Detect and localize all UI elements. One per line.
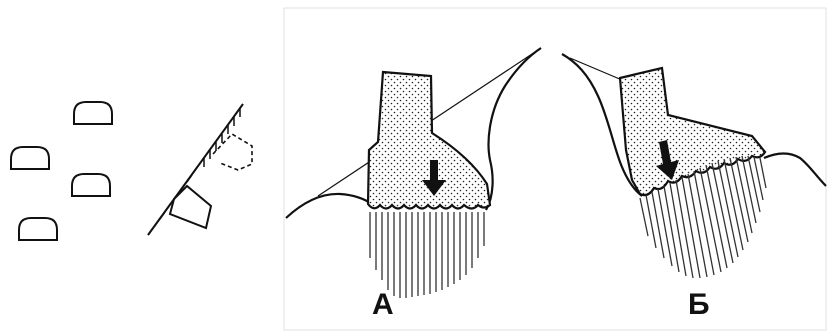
stone-group: [11, 102, 112, 240]
slope-schematic: [148, 104, 252, 235]
original-block-dashed: [213, 134, 252, 170]
panel-label-a: А: [372, 288, 395, 322]
stone-icon-1: [74, 102, 112, 124]
stone-icon-4: [19, 218, 57, 240]
dislodged-block: [170, 186, 211, 228]
panel-label-b: Б: [688, 288, 711, 322]
stone-icon-2: [11, 147, 49, 169]
stone-icon-3: [72, 174, 110, 196]
